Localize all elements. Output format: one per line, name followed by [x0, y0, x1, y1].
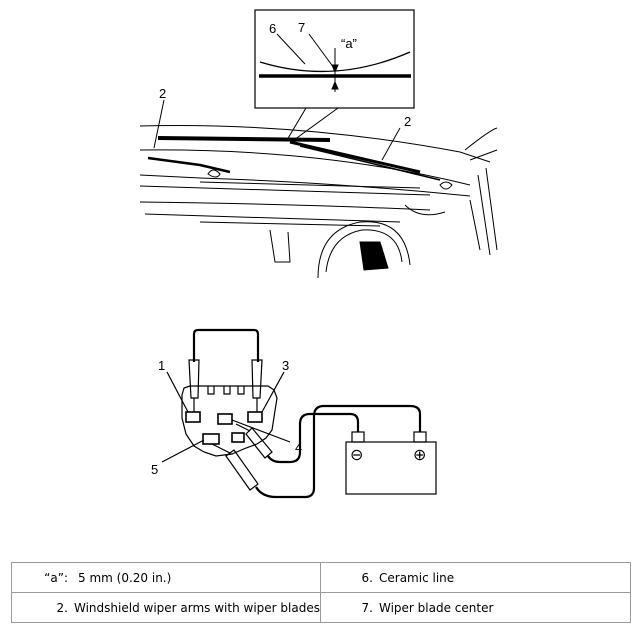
leader-6: [276, 33, 306, 65]
leader-5: [161, 439, 205, 463]
dash-line-2: [139, 201, 431, 211]
legend-cell: 6. Ceramic line: [320, 562, 631, 593]
wire-to-positive: [267, 412, 360, 464]
wiper-blade-left: [157, 136, 331, 142]
jumper-probe-right: [251, 359, 263, 399]
legend-cell: 7. Wiper blade center: [320, 592, 631, 623]
connector-top-ribs: [207, 386, 245, 395]
legend-key: 7.: [361, 600, 373, 615]
callout-1: 1: [158, 358, 165, 373]
wiper-pivot-left: [207, 169, 221, 178]
wiper-blade-right: [289, 140, 421, 174]
probe-terminal-5: [225, 449, 259, 491]
battery-plus-symbol: ⊕: [413, 447, 426, 464]
inset-detail-box: [254, 9, 415, 109]
leader-7: [308, 33, 335, 69]
battery-post-right: [413, 431, 427, 443]
probe-4-tip: [235, 423, 251, 432]
leader-1: [166, 371, 189, 413]
callout-6: 6: [269, 21, 276, 36]
callout-7: 7: [298, 20, 305, 35]
wire-to-negative: [255, 404, 422, 499]
diagram-artwork: 6 7 “a” 2 2 1 3 4 5: [139, 9, 498, 499]
inset-leader-right: [293, 107, 339, 141]
legend-key: “a”:: [44, 570, 68, 585]
wiper-arm-right: [299, 145, 441, 181]
probe-terminal-4: [245, 427, 273, 459]
battery-post-left: [351, 431, 365, 443]
terminal-5: [202, 433, 220, 445]
leader-4: [231, 419, 291, 443]
windshield-edge: [139, 125, 491, 163]
terminal-6: [231, 432, 245, 443]
callout-3: 3: [282, 358, 289, 373]
cowl-top-line: [139, 149, 471, 186]
wiper-pivot-right: [439, 181, 453, 190]
callout-2-left: 2: [159, 86, 166, 101]
probe-5-tip: [211, 443, 231, 454]
legend-key: 6.: [361, 570, 373, 585]
top-illustration: [139, 9, 498, 279]
pillar-right: [464, 127, 498, 256]
cowl-lower-line: [139, 174, 471, 197]
wiper-linkage: [199, 181, 446, 216]
leader-2-right: [381, 127, 401, 161]
legend-text: 5 mm (0.20 in.): [78, 570, 172, 585]
inset-leader-left: [286, 107, 307, 141]
callout-2-right: 2: [404, 114, 411, 129]
legend-row: 2. Windshield wiper arms with wiper blade…: [11, 592, 631, 623]
steering-wheel: [317, 221, 411, 279]
lower-vent: [269, 229, 291, 263]
terminal-1: [185, 411, 201, 423]
legend-cell: 2. Windshield wiper arms with wiper blade…: [11, 592, 321, 623]
wiper-arm-left: [147, 156, 231, 174]
dash-line-1: [139, 185, 431, 196]
dimension-arrow-bottom: [331, 80, 339, 90]
legend-text: Windshield wiper arms with wiper blades: [74, 600, 320, 615]
legend-text: Ceramic line: [379, 570, 455, 585]
battery-minus-symbol: ⊖: [350, 447, 363, 464]
legend-row: “a”: 5 mm (0.20 in.) 6. Ceramic line: [11, 562, 631, 593]
dimension-arrow-top: [331, 64, 339, 74]
callout-a: “a”: [341, 36, 357, 51]
legend-cell: “a”: 5 mm (0.20 in.): [11, 562, 321, 593]
legend-key: 2.: [56, 600, 68, 615]
terminal-4: [217, 413, 233, 425]
bottom-wiring-diagram: [161, 328, 437, 499]
battery-body: [345, 441, 437, 495]
jumper-probe-left: [188, 359, 200, 399]
steering-wheel-inner: [325, 229, 403, 273]
callout-4: 4: [295, 440, 302, 455]
leader-2-left: [153, 99, 165, 149]
callout-5: 5: [151, 462, 158, 477]
dash-line-3: [144, 213, 401, 223]
legend-table: “a”: 5 mm (0.20 in.) 6. Ceramic line 2. Win…: [11, 562, 631, 623]
steering-hub: [359, 241, 389, 271]
terminal-3: [247, 411, 263, 423]
dash-line-4: [199, 221, 381, 227]
jumper-wire: [192, 328, 260, 362]
leader-3: [261, 371, 285, 413]
legend-text: Wiper blade center: [379, 600, 494, 615]
connector-housing: [181, 385, 278, 457]
